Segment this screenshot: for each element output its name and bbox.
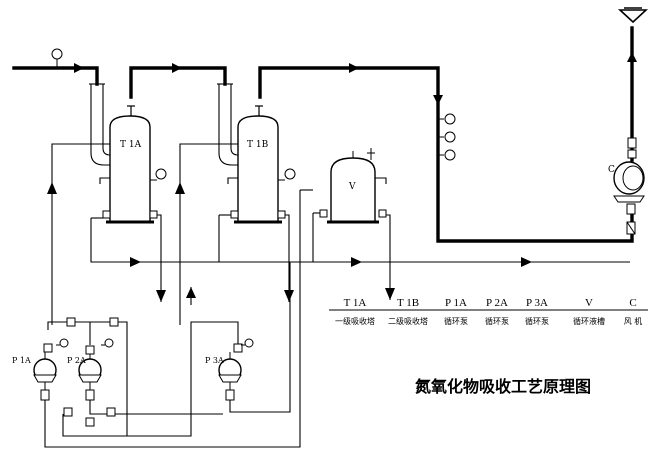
svg-text:C: C [629, 297, 636, 309]
svg-text:循环泵: 循环泵 [444, 316, 468, 326]
gas-line-t1a-to-t1b [129, 63, 227, 99]
c-label: C [608, 165, 615, 175]
svg-text:循环液槽: 循环液槽 [573, 316, 605, 326]
svg-text:T 1B: T 1B [397, 297, 419, 309]
pump-gauge-icon [101, 338, 114, 348]
fan-c: C [608, 137, 645, 235]
tower-gauge-icon [278, 168, 296, 181]
pump-p1a: P 1A [12, 352, 57, 390]
pressure-gauge-icon [438, 149, 456, 161]
pressure-gauge-icon [438, 131, 456, 143]
svg-text:V: V [585, 297, 593, 309]
absorption-tower-t1b: T 1B [227, 105, 296, 224]
svg-text:P 3A: P 3A [526, 297, 548, 309]
flow-arrows [47, 182, 532, 302]
v-label: V [348, 182, 356, 192]
legend-item: V 循环液槽 [573, 297, 605, 326]
absorption-tower-t1a: T 1A [99, 105, 167, 224]
duct-t1a [89, 83, 111, 166]
legend: T 1A 一级吸收塔 T 1B 二级吸收塔 P 1A 循环泵 P 2A 循环泵 … [329, 297, 648, 326]
svg-text:一级吸收塔: 一级吸收塔 [335, 316, 375, 326]
svg-text:循环泵: 循环泵 [485, 316, 509, 326]
liquid-lines [44, 143, 630, 448]
pump-gauge-icon [241, 338, 254, 348]
svg-text:P 1A: P 1A [445, 297, 467, 309]
svg-text:P 2A: P 2A [486, 297, 508, 309]
p1a-label: P 1A [12, 356, 31, 365]
pump-p2a: P 2A [67, 354, 102, 390]
t1a-label: T 1A [120, 140, 142, 150]
valve-icons [40, 317, 243, 427]
legend-item: T 1A 一级吸收塔 [335, 297, 375, 326]
legend-item: C 风 机 [624, 297, 643, 326]
circulation-tank-v: V [319, 148, 387, 224]
pump-gauge-icon [56, 338, 69, 348]
legend-item: T 1B 二级吸收塔 [388, 297, 428, 326]
tower-gauge-icon [150, 168, 167, 181]
exhaust-stack-icon [617, 7, 649, 24]
duct-t1b [217, 83, 239, 166]
t1b-label: T 1B [247, 140, 269, 150]
p2a-label: P 2A [67, 356, 86, 365]
legend-item: P 1A 循环泵 [444, 297, 468, 326]
gas-line-inlet [12, 63, 99, 86]
svg-text:T 1A: T 1A [344, 297, 367, 309]
svg-text:二级吸收塔: 二级吸收塔 [388, 316, 428, 326]
legend-item: P 3A 循环泵 [525, 297, 549, 326]
diagram-title: 氮氧化物吸收工艺原理图 [415, 377, 591, 396]
pressure-gauge-icon [438, 113, 456, 125]
svg-text:风 机: 风 机 [624, 316, 643, 326]
svg-text:循环泵: 循环泵 [525, 316, 549, 326]
inlet-gauge-icon [51, 48, 63, 68]
pump-p3a: P 3A [205, 352, 242, 390]
legend-item: P 2A 循环泵 [485, 297, 509, 326]
p3a-label: P 3A [205, 356, 224, 365]
